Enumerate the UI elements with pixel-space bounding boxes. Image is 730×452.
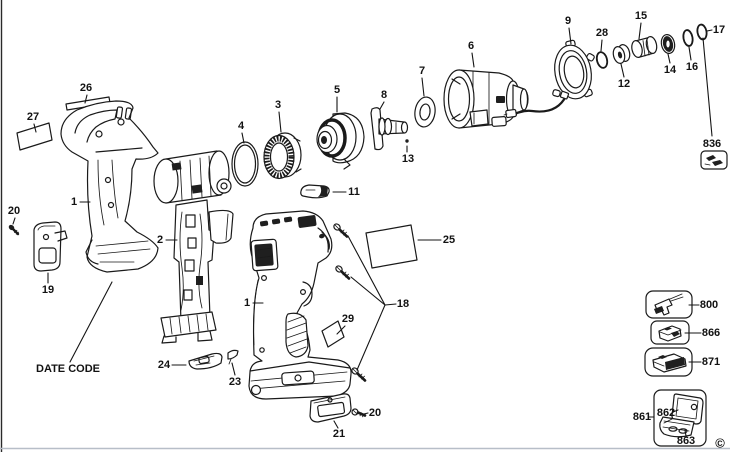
leader-line-18 xyxy=(356,304,386,371)
leader-line-8 xyxy=(379,101,385,110)
label-27-part xyxy=(16,122,53,151)
accessory-box-866 xyxy=(650,320,690,345)
kit-box-861 xyxy=(653,389,707,447)
leader-line-18 xyxy=(350,276,386,306)
leader-line-18 xyxy=(347,235,386,306)
leader-line-date-code xyxy=(69,281,113,363)
label-25-part xyxy=(365,224,418,269)
leader-line-21 xyxy=(333,420,339,429)
o-ring-4-part xyxy=(231,141,259,187)
leader-line-836 xyxy=(702,37,713,137)
leader-line-4 xyxy=(241,132,245,144)
bearing-14-part xyxy=(660,34,676,54)
leader-line-27 xyxy=(33,123,37,133)
leader-line-6 xyxy=(471,52,475,68)
paddle-24-part xyxy=(188,352,223,370)
ball-part xyxy=(405,139,409,143)
leader-line-26 xyxy=(84,94,88,104)
leader-line-862 xyxy=(672,409,679,413)
leader-line-7 xyxy=(421,77,425,97)
leader-line-9 xyxy=(568,27,572,45)
leader-line-3 xyxy=(278,111,282,133)
leader-line-20-right xyxy=(363,412,369,415)
motor-switch-assembly-part xyxy=(153,150,234,344)
leader-line-23 xyxy=(231,362,236,376)
leader-line-20-left xyxy=(12,217,16,225)
battery-foot-part xyxy=(309,393,352,423)
belt-hook-part xyxy=(33,221,68,272)
leader-line-18 xyxy=(384,303,397,306)
screw-20-right-part xyxy=(351,408,367,418)
collar-15-part xyxy=(631,36,658,58)
accessory-box-871 xyxy=(644,347,693,377)
ring-gear-part xyxy=(263,132,302,180)
leader-line-14 xyxy=(667,53,671,64)
leader-line-16 xyxy=(688,46,692,61)
washer-part xyxy=(414,96,436,128)
leader-line-15 xyxy=(638,22,642,40)
leader-line-29 xyxy=(336,325,346,335)
clutch-assembly-part xyxy=(316,112,365,170)
leader-line-12 xyxy=(620,63,625,78)
assembled-tool-part xyxy=(248,210,352,400)
clip-23-part xyxy=(227,349,239,365)
leader-line-17 xyxy=(706,29,713,32)
screw-20-left-part xyxy=(8,224,20,236)
o-ring-16-part xyxy=(682,29,694,47)
accessory-box-800 xyxy=(645,290,693,319)
bit-set-836-part xyxy=(700,150,728,170)
bit-holder-part xyxy=(300,184,330,199)
hammer-case-part xyxy=(443,69,529,129)
led-ring-part xyxy=(503,39,595,119)
o-ring-28-part xyxy=(595,51,609,69)
leader-line-863 xyxy=(684,429,687,437)
bearing-12-part xyxy=(612,44,631,64)
label-29-part xyxy=(321,320,345,348)
rear-housing-part xyxy=(60,100,159,273)
anvil-part xyxy=(370,107,409,151)
leader-line-28 xyxy=(600,39,603,52)
